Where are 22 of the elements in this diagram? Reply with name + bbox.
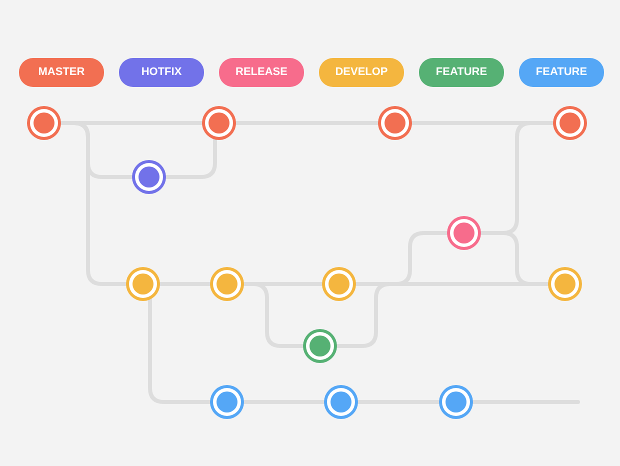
commit-circle: [209, 266, 245, 302]
commit-circle: [438, 384, 474, 420]
commit-circle: [302, 328, 338, 364]
commit-circle: [26, 105, 62, 141]
branch-legend-tag: RELEASE: [219, 58, 304, 87]
commit-circle: [125, 266, 161, 302]
commit-circle: [131, 159, 167, 195]
commit-circle: [201, 105, 237, 141]
branch-legend-tag: FEATURE: [419, 58, 504, 87]
commit-circle: [323, 384, 359, 420]
branch-line: [148, 298, 212, 404]
commit-circle: [209, 384, 245, 420]
branch-legend-tag: HOTFIX: [119, 58, 204, 87]
commit-circle: [552, 105, 588, 141]
commit-circle: [321, 266, 357, 302]
commit-circle: [377, 105, 413, 141]
commit-circle: [446, 215, 482, 251]
branch-line: [164, 138, 217, 179]
branch-legend-tag: FEATURE: [519, 58, 604, 87]
branch-legend-tag: MASTER: [19, 58, 104, 87]
branch-legend-tag: DEVELOP: [319, 58, 404, 87]
commit-circle: [547, 266, 583, 302]
